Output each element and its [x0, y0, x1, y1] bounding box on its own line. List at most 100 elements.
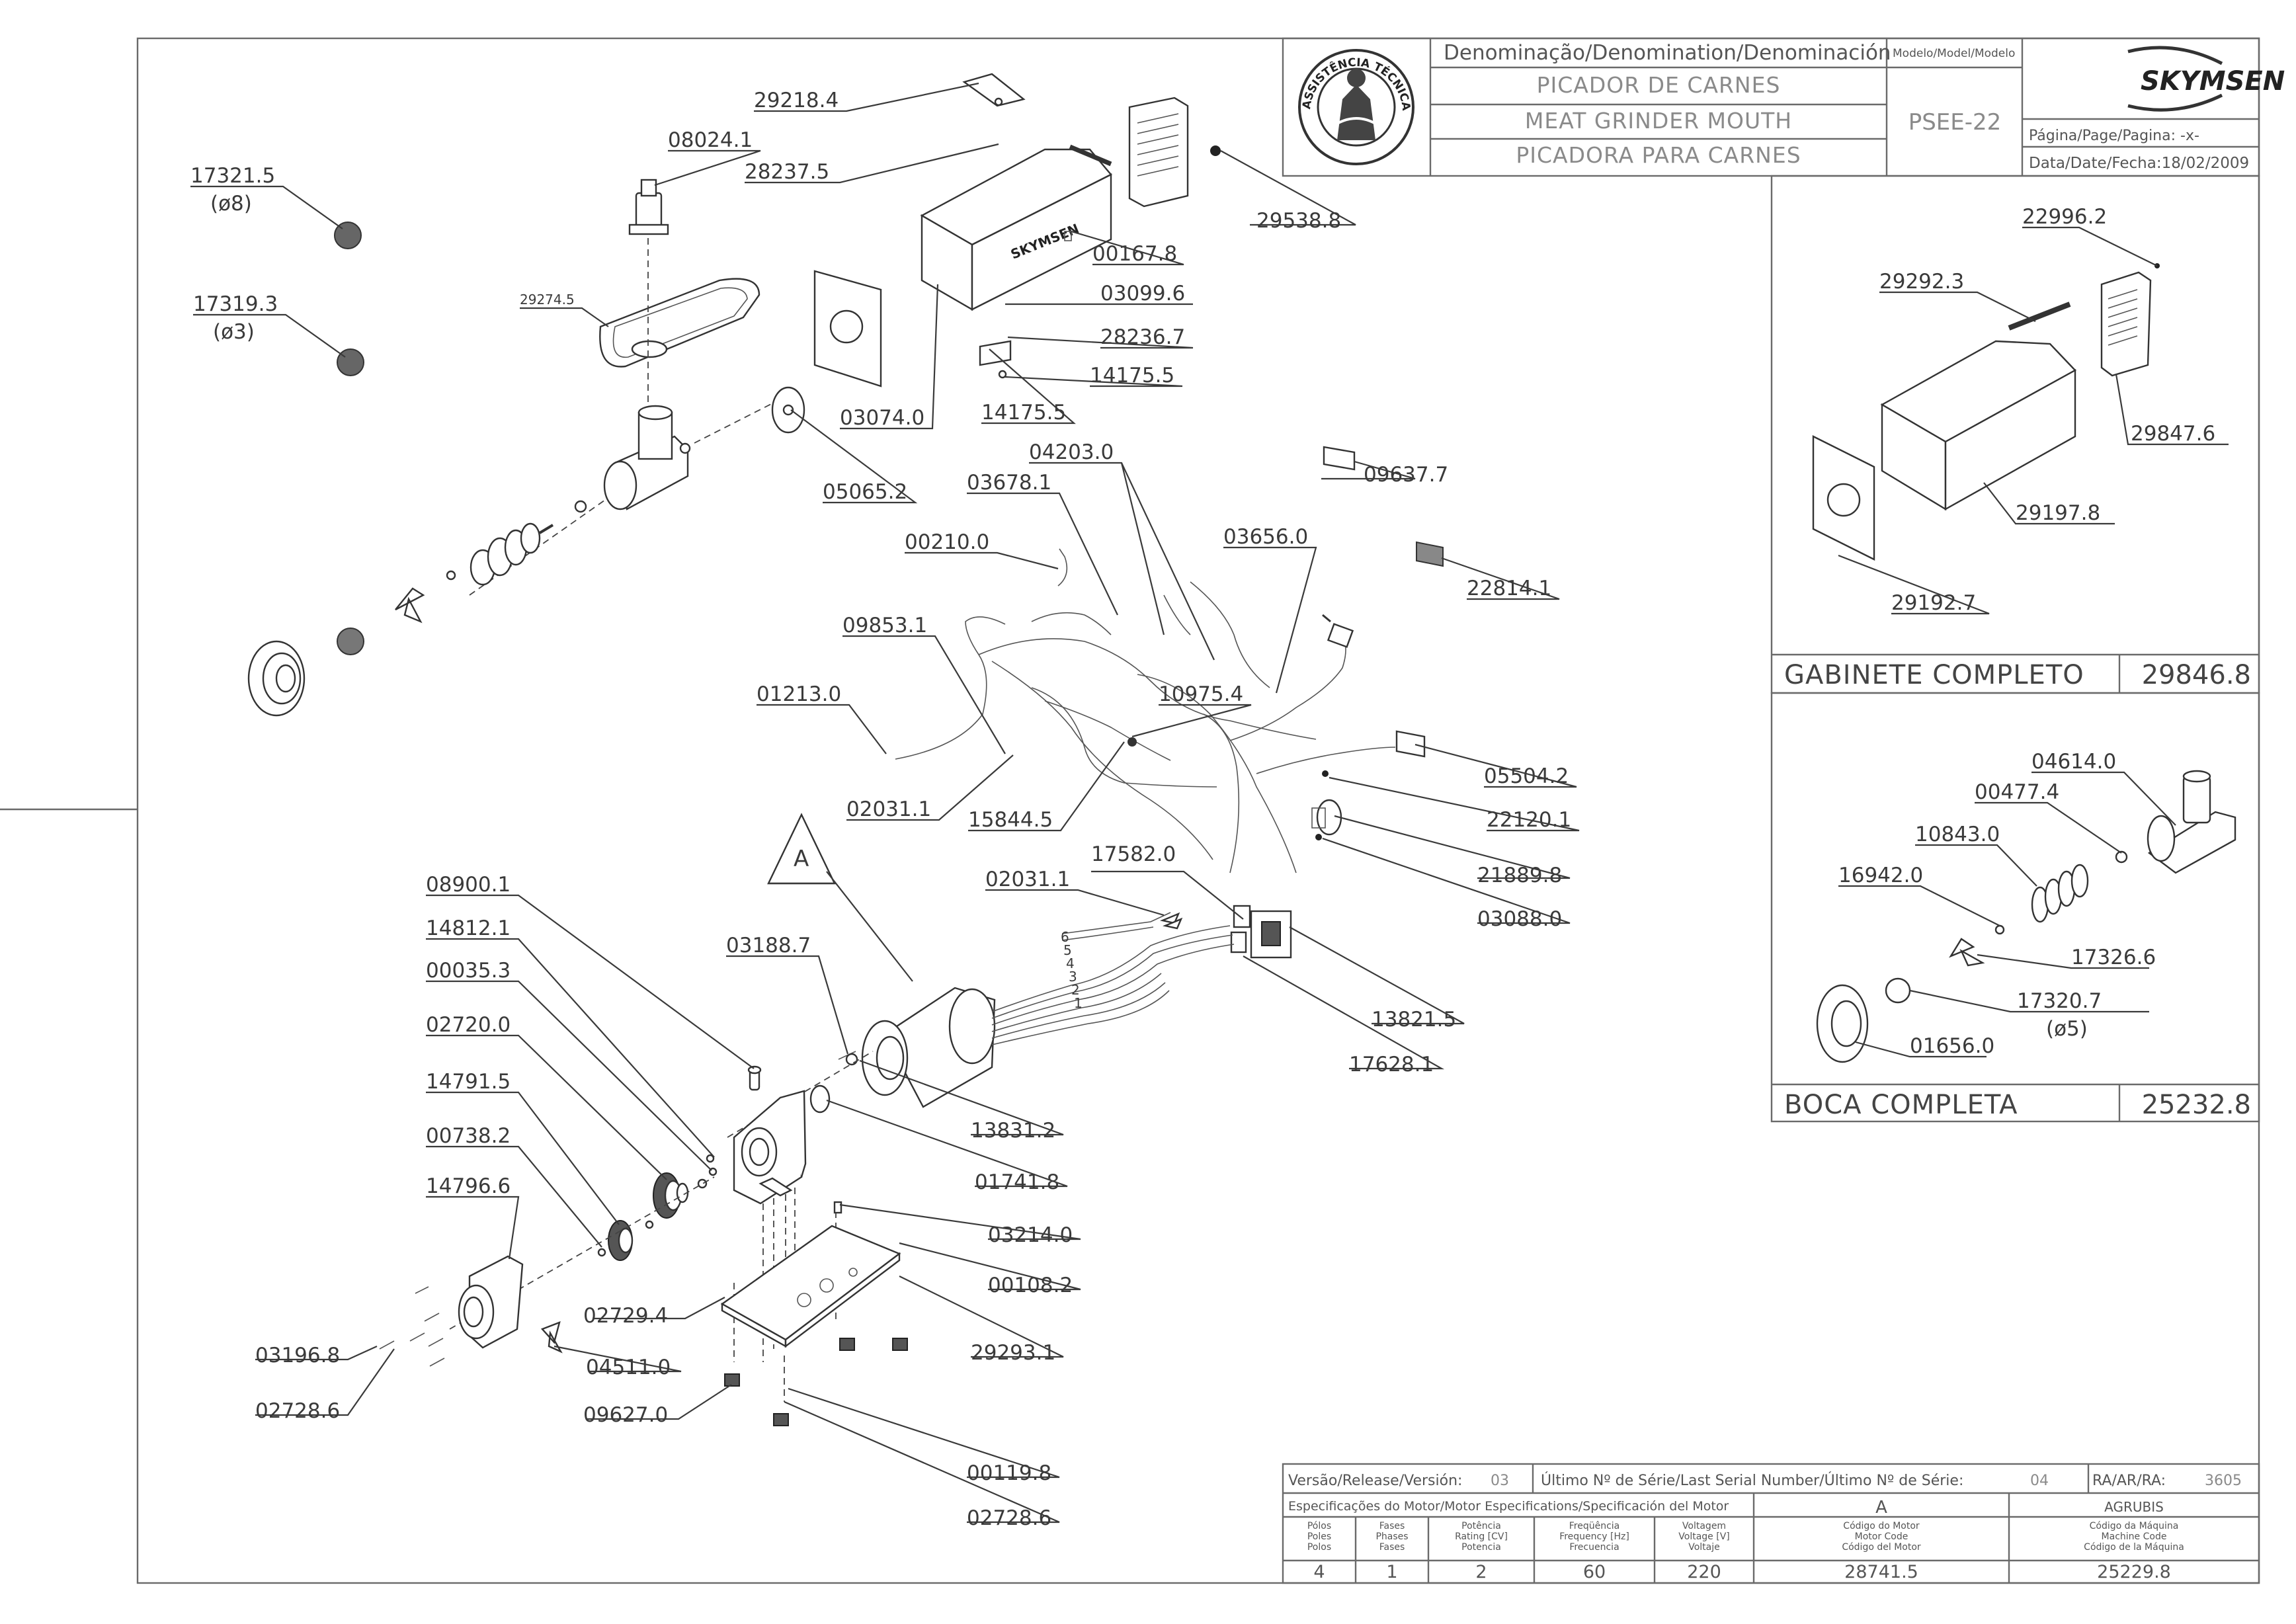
svg-text:Freqüência: Freqüência — [1569, 1521, 1620, 1531]
motor-code-value: 28741.5 — [1844, 1562, 1918, 1582]
motor-letter: A — [1875, 1498, 1887, 1518]
callout-14791-5: 14791.5 — [426, 1070, 511, 1094]
wire-number-2: 2 — [1071, 982, 1080, 998]
svg-text:Código del Motor: Código del Motor — [1842, 1542, 1921, 1553]
version-label: Versão/Release/Versión: — [1288, 1473, 1462, 1489]
seal-text: ASSISTÊNCIA TÉCNICA AUTORIZADA — [0, 0, 1413, 112]
callout-03099-6: 03099.6 — [1100, 282, 1185, 305]
ring-nut — [247, 640, 306, 717]
callout-00210-0: 00210.0 — [905, 530, 989, 554]
svg-text:Potencia: Potencia — [1461, 1542, 1501, 1553]
callout-00035-3: 00035.3 — [426, 959, 511, 983]
gear-large — [653, 1172, 689, 1219]
callout-14175-5-left: 14175.5 — [981, 401, 1066, 425]
callout-10843-0: 10843.0 — [1915, 823, 2000, 846]
callout-03074-0: 03074.0 — [840, 406, 924, 430]
phases-value: 1 — [1386, 1562, 1397, 1582]
gear-small — [608, 1220, 634, 1261]
wire-number-4: 4 — [1066, 955, 1075, 971]
svg-text:Frecuencia: Frecuencia — [1569, 1542, 1619, 1553]
callout-14812-1: 14812.1 — [426, 916, 511, 940]
product-name-pt: PICADOR DE CARNES — [1537, 72, 1781, 98]
callout-03196-8: 03196.8 — [255, 1344, 340, 1367]
cover-screws — [379, 1286, 445, 1367]
wiring-harness — [895, 581, 1396, 873]
version-value: 03 — [1491, 1473, 1509, 1489]
motor-spec-label: Especificações do Motor/Motor Especifica… — [1288, 1499, 1729, 1514]
callout-17326-6: 17326.6 — [2071, 946, 2156, 969]
svg-text:Rating [CV]: Rating [CV] — [1455, 1531, 1508, 1542]
date-label: Data/Date/Fecha:18/02/2009 — [2029, 155, 2249, 172]
gearbox-housing — [733, 1065, 807, 1205]
decal-05504 — [1395, 730, 1426, 758]
callout-22120-1: 22120.1 — [1487, 808, 1571, 832]
callout-02729-4: 02729.4 — [583, 1304, 668, 1328]
callout-08900-1: 08900.1 — [426, 873, 511, 897]
decal-22814 — [1416, 541, 1444, 567]
feet — [724, 1338, 908, 1426]
motor-lead-terminals — [1160, 912, 1183, 930]
callout-22996-2: 22996.2 — [2022, 205, 2107, 229]
wire-number-5: 5 — [1063, 942, 1072, 958]
brand-logo: SKYMSEN — [2127, 46, 2285, 112]
knife — [771, 386, 805, 434]
callout-13821-5: 13821.5 — [1372, 1008, 1456, 1032]
callout-17582-0: 17582.0 — [1091, 842, 1176, 866]
callout-03656-0: 03656.0 — [1223, 525, 1308, 549]
callout-00477-4: 00477.4 — [1975, 780, 2059, 804]
callout-00167-8: 00167.8 — [1092, 242, 1177, 266]
cabinet-front-plate — [813, 270, 882, 387]
cable-tie — [1057, 548, 1068, 587]
svg-text:Potência: Potência — [1461, 1521, 1501, 1531]
svg-text:Phases: Phases — [1375, 1531, 1408, 1542]
cabinet-illustration — [1812, 263, 2160, 561]
base-plate — [720, 1225, 901, 1348]
plate-3mm — [337, 348, 364, 376]
motor-leads — [991, 912, 1235, 1045]
callout-28236-7: 28236.7 — [1100, 325, 1185, 349]
callout-29293-1: 29293.1 — [971, 1341, 1055, 1365]
callout-02728-6-right: 02728.6 — [967, 1506, 1051, 1530]
callout-17319-3-sub: (ø3) — [213, 320, 255, 344]
decal-09637 — [1323, 446, 1356, 471]
cabinet-panel-title: GABINETE COMPLETO — [1784, 660, 2084, 690]
callout-13831-2: 13831.2 — [971, 1119, 1055, 1143]
callout-29847-6: 29847.6 — [2131, 422, 2215, 446]
callout-02728-6-left: 02728.6 — [255, 1399, 340, 1423]
callout-01656-0: 01656.0 — [1910, 1034, 1994, 1058]
main-illustration: SKYMSEN — [247, 73, 1444, 1426]
callout-21889-8: 21889.8 — [1477, 864, 1562, 887]
svg-text:Motor Code: Motor Code — [1855, 1531, 1908, 1542]
power-plug — [1322, 614, 1354, 648]
plate-5mm — [337, 628, 364, 655]
switch-bracket — [979, 340, 1012, 379]
switch-box — [1230, 905, 1292, 959]
callout-17320-7-sub: (ø5) — [2046, 1017, 2088, 1041]
mouth-panel-code: 25232.8 — [2142, 1090, 2251, 1120]
wire-number-1: 1 — [1074, 995, 1083, 1011]
callout-22814-1: 22814.1 — [1467, 577, 1551, 600]
callout-16942-0: 16942.0 — [1838, 864, 1923, 887]
capacitor — [1311, 770, 1342, 840]
callout-02031-1-upper: 02031.1 — [846, 797, 931, 821]
callout-29274-5: 29274.5 — [520, 292, 575, 307]
main-callouts: 29218.4 08024.1 28237.5 17321.5 (ø8) 173… — [190, 82, 1580, 1530]
machine-code-value: 25229.8 — [2097, 1562, 2171, 1582]
plate-8mm — [334, 222, 362, 249]
callout-17628-1: 17628.1 — [1349, 1053, 1434, 1076]
svg-text:Polos: Polos — [1307, 1542, 1331, 1553]
model-header: Modelo/Model/Modelo — [1893, 47, 2015, 60]
cabinet-main: SKYMSEN — [920, 148, 1112, 311]
motor — [838, 987, 996, 1108]
product-name-es: PICADORA PARA CARNES — [1516, 142, 1801, 168]
svg-text:Fases: Fases — [1379, 1542, 1405, 1553]
top-bracket — [962, 73, 1026, 107]
callout-17320-7: 17320.7 — [2017, 989, 2102, 1013]
callout-05065-2: 05065.2 — [823, 480, 907, 504]
poles-value: 4 — [1313, 1562, 1325, 1582]
product-name-en: MEAT GRINDER MOUTH — [1525, 108, 1792, 134]
callout-02031-1-lower: 02031.1 — [985, 868, 1070, 891]
denomination-header: Denominação/Denomination/Denominación — [1444, 41, 1891, 65]
callout-17319-3: 17319.3 — [193, 292, 278, 316]
svg-text:Pólos: Pólos — [1307, 1521, 1331, 1531]
